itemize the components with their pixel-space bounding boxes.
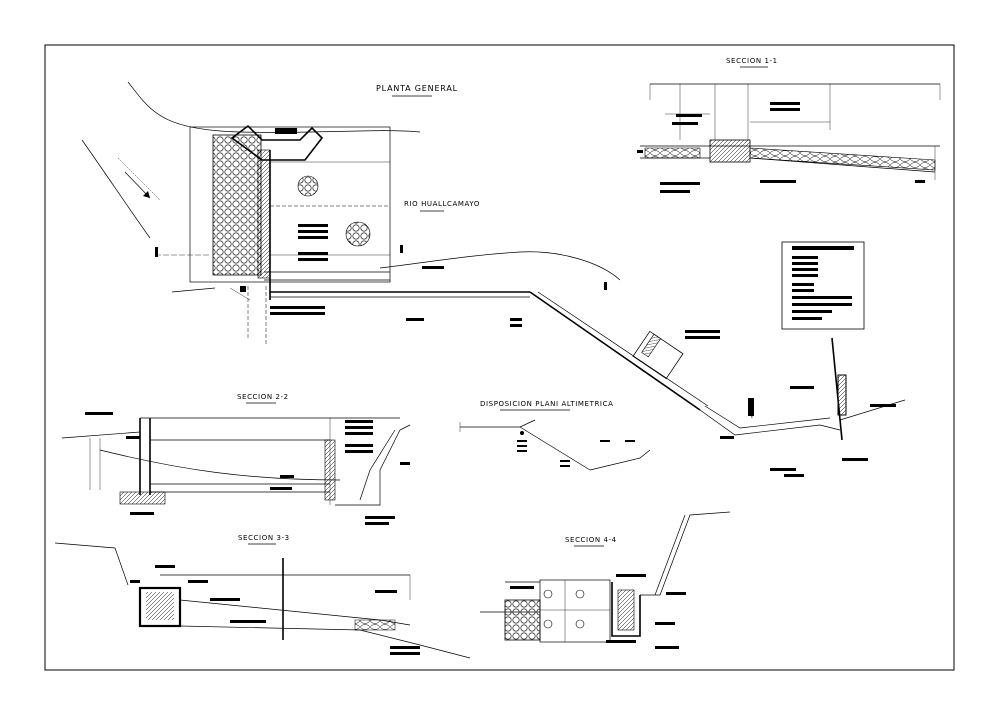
riprap-zone: [212, 134, 262, 276]
seccion-1-1-title: SECCION 1-1: [726, 57, 778, 65]
disposicion-title: DISPOSICION PLANI ALTIMETRICA: [480, 400, 613, 408]
river-label: RIO HUALLCAMAYO: [404, 200, 480, 208]
seccion-4-4-view: SECCION 4-4: [480, 511, 731, 649]
disposicion-view: DISPOSICION PLANI ALTIMETRICA: [459, 400, 651, 471]
flow-arrow-icon: [117, 157, 161, 201]
notes-legend-box: [781, 241, 865, 330]
seccion-4-4-title: SECCION 4-4: [565, 536, 617, 544]
seccion-3-3-title: SECCION 3-3: [238, 534, 290, 542]
planta-general-title: PLANTA GENERAL: [376, 84, 458, 93]
seccion-3-3-view: SECCION 3-3: [54, 534, 471, 659]
seccion-2-2-title: SECCION 2-2: [237, 393, 289, 401]
seccion-2-2-view: SECCION 2-2: [61, 393, 411, 525]
sheet-border: [44, 44, 955, 671]
planta-general-view: PLANTA GENERAL: [81, 81, 906, 477]
seccion-1-1-view: SECCION 1-1: [637, 57, 941, 193]
